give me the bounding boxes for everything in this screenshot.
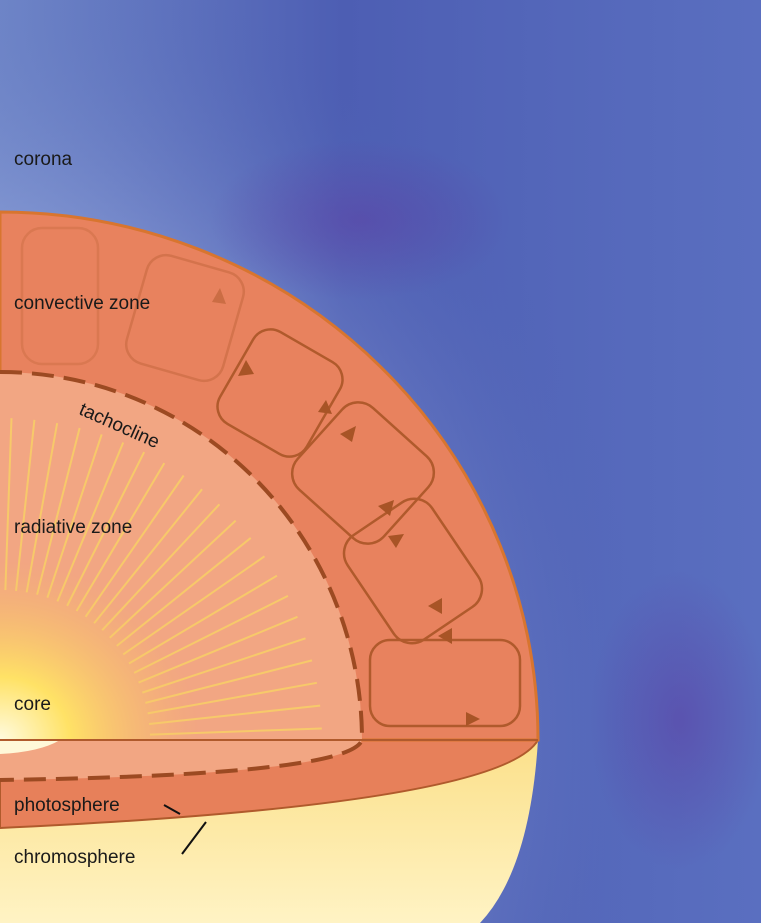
chromosphere-label: chromosphere	[14, 848, 135, 867]
core-label: core	[14, 695, 51, 714]
corona-label: corona	[14, 150, 72, 169]
radiative-zone-label: radiative zone	[14, 518, 132, 537]
convective-zone-label: convective zone	[14, 294, 150, 313]
photosphere-label: photosphere	[14, 796, 120, 815]
